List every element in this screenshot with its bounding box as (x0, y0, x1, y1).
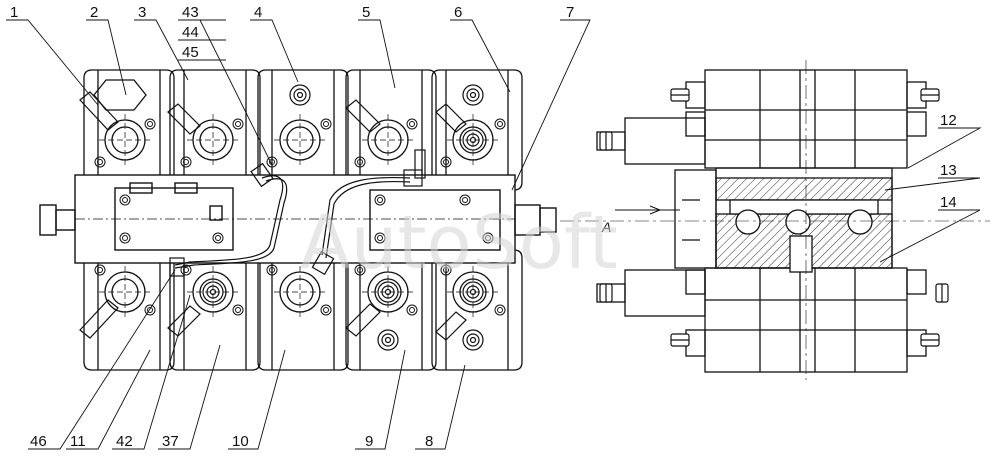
callout-1: 1 (10, 4, 18, 21)
leader-lines (6, 19, 982, 450)
watermark: AutoSoft (300, 200, 618, 286)
callout-4: 4 (254, 4, 262, 21)
callout-labels: 1 2 3 43 44 45 4 5 6 7 12 13 14 46 11 42… (10, 4, 957, 450)
callout-42: 42 (116, 433, 133, 450)
upper-section-row (79, 69, 523, 191)
callout-11: 11 (70, 433, 86, 450)
callout-13: 13 (940, 162, 957, 179)
side-section-view (560, 60, 990, 380)
callout-7: 7 (566, 4, 574, 21)
callout-5: 5 (362, 4, 370, 21)
callout-45: 45 (182, 44, 199, 61)
front-view (39, 69, 557, 371)
callout-2: 2 (90, 4, 98, 21)
callout-10: 10 (232, 433, 249, 450)
callout-6: 6 (454, 4, 462, 21)
view-direction-label: A (601, 219, 611, 235)
callout-46: 46 (30, 433, 47, 450)
callout-9: 9 (365, 433, 373, 450)
lower-section-row (79, 249, 523, 371)
callout-14: 14 (940, 194, 957, 211)
manifold-bar (39, 174, 557, 264)
callout-43: 43 (182, 4, 199, 21)
callout-3: 3 (138, 4, 146, 21)
callout-37: 37 (162, 433, 179, 450)
callout-8: 8 (425, 433, 433, 450)
callout-44: 44 (182, 24, 199, 41)
hydraulic-tubes (169, 149, 426, 277)
callout-12: 12 (940, 112, 957, 129)
